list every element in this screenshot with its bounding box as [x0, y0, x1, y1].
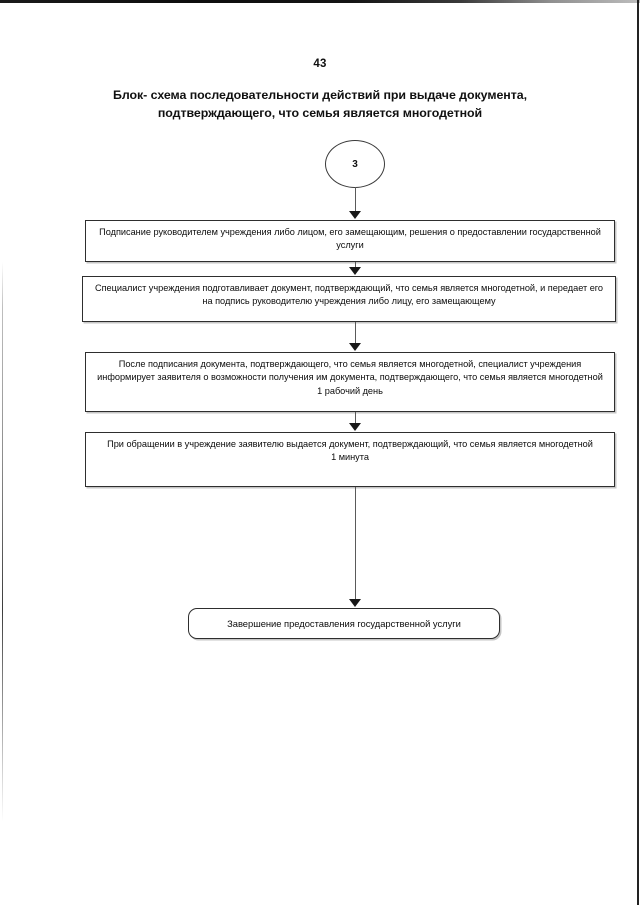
flow-node-step-2: Специалист учреждения подготавливает док…: [82, 276, 616, 322]
flow-node-step-4-text: При обращении в учреждение заявителю выд…: [86, 433, 614, 465]
flow-node-end-label: Завершение предоставления государственно…: [227, 617, 461, 629]
flow-node-step-4: При обращении в учреждение заявителю выд…: [85, 432, 615, 487]
page-number: 43: [313, 58, 327, 70]
flow-node-step-4-label: При обращении в учреждение заявителю выд…: [107, 439, 593, 449]
flow-node-step-1-label: Подписание руководителем учреждения либо…: [99, 227, 601, 251]
flow-connector-4: [355, 412, 356, 424]
flow-connector-5: [355, 487, 356, 600]
flow-node-connector-ref: 3: [325, 140, 385, 188]
flow-arrowhead-4-icon: [349, 423, 361, 431]
flow-arrowhead-2-icon: [349, 267, 361, 275]
page-title-line-2: подтверждающего, что семья является мног…: [157, 106, 483, 120]
flow-connector-2: [355, 262, 356, 268]
flow-arrowhead-3-icon: [349, 343, 361, 351]
flow-arrowhead-1-icon: [349, 211, 361, 219]
flow-node-end: Завершение предоставления государственно…: [188, 608, 500, 639]
flow-node-connector-ref-label: 3: [352, 158, 358, 170]
flow-arrowhead-5-icon: [349, 599, 361, 607]
flow-node-step-1: Подписание руководителем учреждения либо…: [85, 220, 615, 262]
scan-artifact-right-edge: [637, 0, 639, 905]
flow-node-step-3: После подписания документа, подтверждающ…: [85, 352, 615, 412]
flow-connector-3: [355, 322, 356, 344]
flow-node-step-2-label: Специалист учреждения подготавливает док…: [94, 283, 604, 307]
flow-node-step-4-duration: 1 минута: [331, 452, 369, 463]
flow-node-step-3-label: После подписания документа, подтверждающ…: [97, 359, 603, 383]
scan-artifact-left-edge: [2, 262, 3, 822]
flow-node-step-3-text: После подписания документа, подтверждающ…: [86, 353, 614, 398]
flow-connector-1: [355, 187, 356, 212]
scan-artifact-top-edge: [0, 0, 640, 3]
page-title-line-1: Блок- схема последовательности действий …: [112, 88, 527, 102]
page-title: Блок- схема последовательности действий …: [70, 86, 570, 122]
flow-node-step-3-duration: 1 рабочий день: [317, 385, 383, 396]
